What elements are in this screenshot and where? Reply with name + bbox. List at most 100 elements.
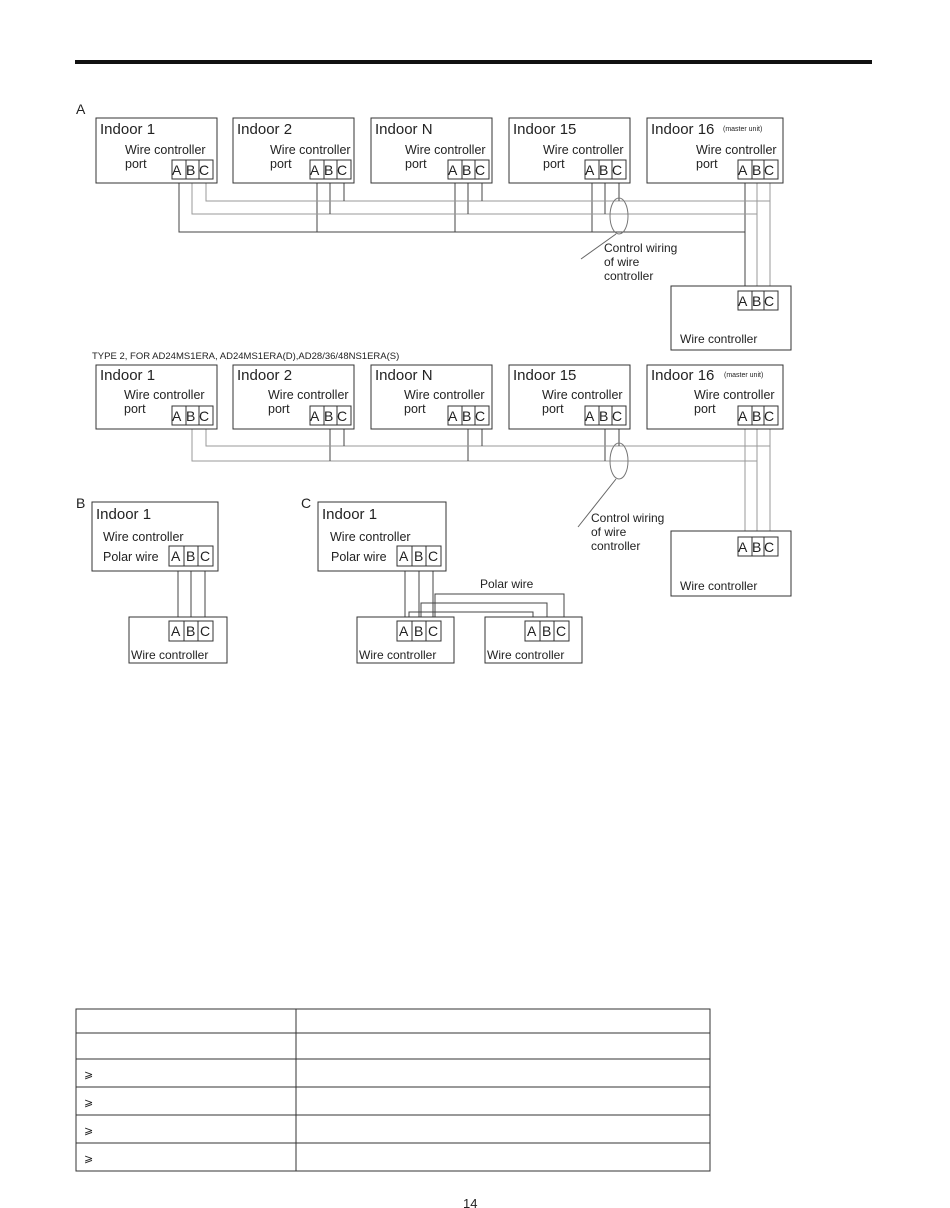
port-label: Wire controller [330,530,411,544]
control-wiring-label-a: Control wiring of wire controller [604,241,677,283]
terminal-c: C [764,539,774,555]
indoor-unit-b-1: Indoor 1 Wire controller Polar wire A B … [91,501,219,572]
port-label: Wire controller [696,143,777,157]
polar-wire-caption: Polar wire [480,577,534,591]
control-wiring-line1: Control wiring [604,241,677,255]
control-wiring-line3: controller [604,269,653,283]
control-wiring-line3: controller [591,539,640,553]
port-label: port [542,402,564,416]
indoor-title: Indoor 2 [237,121,292,138]
terminal-b: B [324,162,333,178]
wire-controller-label: Wire controller [487,648,564,662]
polar-wire-label: Polar wire [103,550,159,564]
port-label: Wire controller [270,143,351,157]
wire-controller-b: A B C Wire controller [128,616,228,664]
section-label-c: C [301,495,311,511]
indoor-title: Indoor 16 [651,121,714,138]
terminal-b: B [414,623,423,639]
indoor-title: Indoor N [375,367,433,384]
terminal-b: B [599,408,608,424]
terminal-c: C [475,162,485,178]
terminal-a: A [310,408,320,424]
wiring-type2 [191,428,771,532]
terminal-b: B [462,408,471,424]
terminal-c: C [199,162,209,178]
terminal-a: A [585,162,595,178]
indoor-unit-a-2: Indoor 2 Wire controller port A B C [232,117,355,184]
wire-controller-label: Wire controller [680,332,757,346]
terminal-c: C [200,623,210,639]
terminal-a: A [738,293,748,309]
terminal-a: A [448,408,458,424]
terminal-b: B [324,408,333,424]
terminal-c: C [337,408,347,424]
terminal-a: A [172,408,182,424]
port-label: port [270,157,292,171]
terminal-a: A [399,623,409,639]
indoor-unit-a-15: Indoor 15 Wire controller port A B C [508,117,631,184]
polar-wire-label: Polar wire [331,550,387,564]
terminal-c: C [612,408,622,424]
port-label: Wire controller [268,388,349,402]
wire-controller-label: Wire controller [131,648,208,662]
indoor-unit-c-1: Indoor 1 Wire controller Polar wire A B … [317,501,447,572]
port-label: port [268,402,290,416]
indoor-unit-a-16: Indoor 16 (master unit) Wire controller … [646,117,784,184]
terminal-a: A [738,539,748,555]
port-label: Wire controller [543,143,624,157]
terminal-b: B [752,408,761,424]
page-number: 14 [463,1196,477,1208]
terminal-a: A [738,162,748,178]
terminal-b: B [186,408,195,424]
port-label: port [696,157,718,171]
table-cell: ⩾ [84,1125,93,1137]
table-cell: ⩾ [84,1069,93,1081]
header-rule [75,60,872,64]
port-label: Wire controller [405,143,486,157]
port-label: port [694,402,716,416]
terminal-c: C [612,162,622,178]
indoor-title: Indoor 1 [100,121,155,138]
terminal-b: B [752,293,761,309]
terminal-b: B [599,162,608,178]
terminal-a: A [448,162,458,178]
table-cell: ⩾ [84,1153,93,1165]
terminal-a: A [171,623,181,639]
indoor-title: Indoor 1 [96,506,151,523]
control-wiring-line2: of wire [604,255,640,269]
terminal-c: C [428,548,438,564]
master-unit-note: (master unit) [724,372,763,379]
indoor-title: Indoor 1 [100,367,155,384]
terminal-b: B [414,548,423,564]
port-label: port [404,402,426,416]
indoor-unit-t2-16: Indoor 16 (master unit) Wire controller … [646,364,784,430]
indoor-title: Indoor N [375,121,433,138]
terminal-a: A [738,408,748,424]
terminal-a: A [585,408,595,424]
terminal-b: B [186,623,195,639]
master-unit-note: (master unit) [723,126,762,133]
port-label: Wire controller [694,388,775,402]
spec-table: ⩾ ⩾ ⩾ ⩾ [75,1008,711,1172]
port-label: Wire controller [125,143,206,157]
terminal-c: C [475,408,485,424]
indoor-unit-a-1: Indoor 1 Wire controller port A B C [95,117,218,184]
terminal-a: A [399,548,409,564]
section-label-b: B [76,495,85,511]
port-label: Wire controller [124,388,205,402]
terminal-a: A [310,162,320,178]
wire-controller-label: Wire controller [680,579,757,593]
wiring-b [177,566,206,618]
terminal-c: C [200,548,210,564]
control-wiring-label-t2: Control wiring of wire controller [591,511,664,553]
terminal-c: C [764,408,774,424]
wire-controller-c-1: A B C Wire controller [356,616,455,664]
wiring-a [178,183,771,287]
terminal-c: C [764,162,774,178]
wire-controller-t2: A B C Wire controller [670,530,792,597]
indoor-title: Indoor 16 [651,367,714,384]
indoor-unit-a-n: Indoor N Wire controller port A B C [370,117,493,184]
terminal-b: B [752,539,761,555]
terminal-b: B [462,162,471,178]
